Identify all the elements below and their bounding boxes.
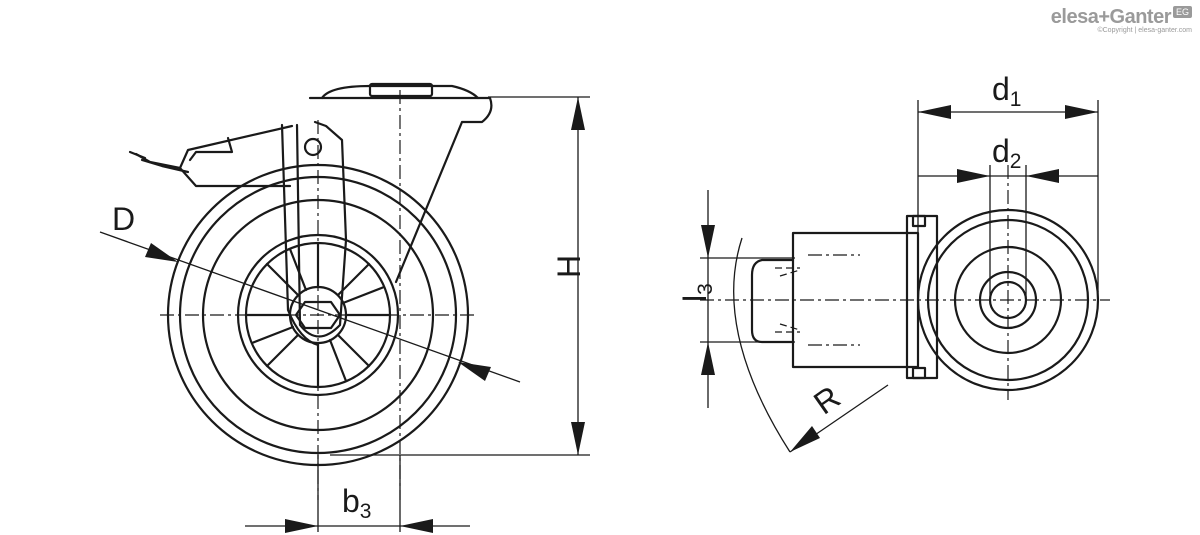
housing-front — [750, 214, 939, 380]
brand-name: elesa+Ganter — [1050, 6, 1172, 28]
copyright-text: ©Copyright | elesa-ganter.com — [1097, 27, 1192, 34]
dimension-l3: l3 — [677, 190, 795, 408]
front-view: R l3 d1 d2 — [677, 71, 1110, 453]
label-l3: l3 — [677, 283, 717, 302]
dimension-D: D — [99, 201, 521, 383]
brake-lever — [128, 124, 294, 188]
dimension-d2: d2 — [918, 133, 1098, 300]
fork-housing — [280, 82, 493, 347]
label-R: R — [807, 379, 847, 422]
label-b3: b3 — [342, 483, 371, 523]
dimension-H: H — [330, 96, 590, 456]
label-d1: d1 — [992, 71, 1021, 111]
label-H: H — [551, 255, 587, 278]
dimension-d1: d1 — [917, 71, 1099, 292]
brand-badge: EG — [1172, 6, 1192, 18]
label-d2: d2 — [992, 133, 1021, 173]
side-view: D H b3 — [99, 82, 590, 533]
dimension-b3: b3 — [245, 455, 470, 533]
label-D: D — [112, 201, 135, 237]
